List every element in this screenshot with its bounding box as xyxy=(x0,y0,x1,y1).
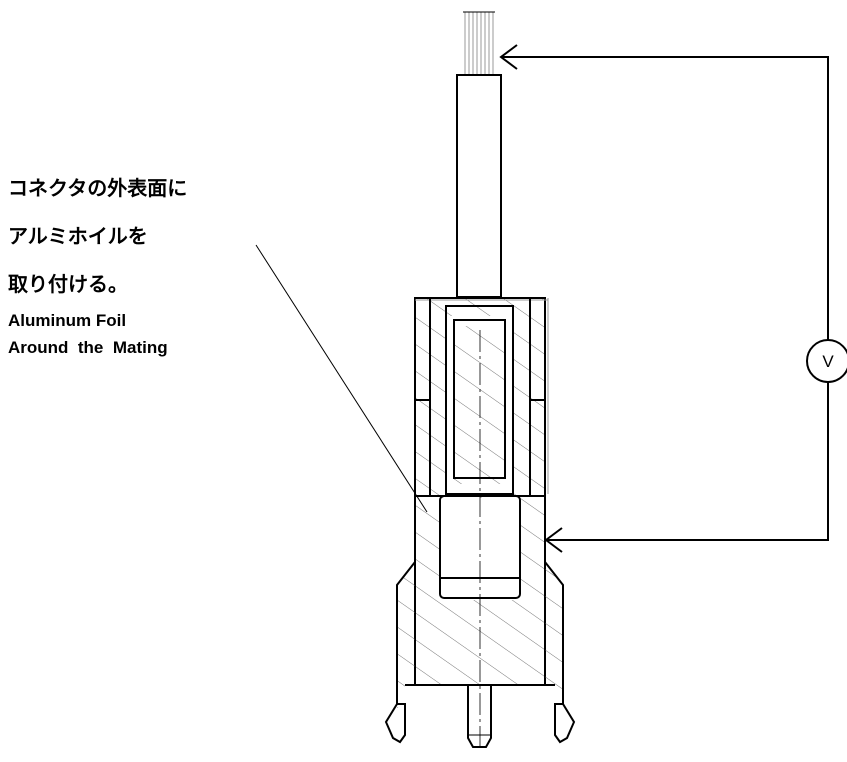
pcb-pin xyxy=(467,685,492,748)
plug-housing xyxy=(414,297,549,497)
annotation-en-line-1: Aluminum Foil xyxy=(8,311,126,330)
receptacle-housing xyxy=(414,495,546,686)
annotation-en-line-2: Around the Mating xyxy=(8,338,168,357)
voltmeter-icon: V xyxy=(806,339,847,383)
cable-jacket xyxy=(456,74,502,298)
leader-line xyxy=(255,244,428,513)
upper-probe-arrow xyxy=(499,44,518,70)
cable-wires xyxy=(463,11,495,75)
lower-probe-arrow xyxy=(544,527,563,553)
annotation-jp-line-1: コネクタの外表面に xyxy=(8,176,187,200)
annotation-jp-line-3: 取り付ける。 xyxy=(8,272,128,296)
voltmeter-label: V xyxy=(822,352,834,371)
right-mounting-leg xyxy=(544,561,576,744)
left-mounting-leg xyxy=(384,561,416,744)
annotation-jp-line-2: アルミホイルを xyxy=(8,224,148,248)
annotation-text: コネクタの外表面に アルミホイルを 取り付ける。 Aluminum Foil A… xyxy=(8,176,187,357)
measurement-circuit xyxy=(499,44,829,553)
